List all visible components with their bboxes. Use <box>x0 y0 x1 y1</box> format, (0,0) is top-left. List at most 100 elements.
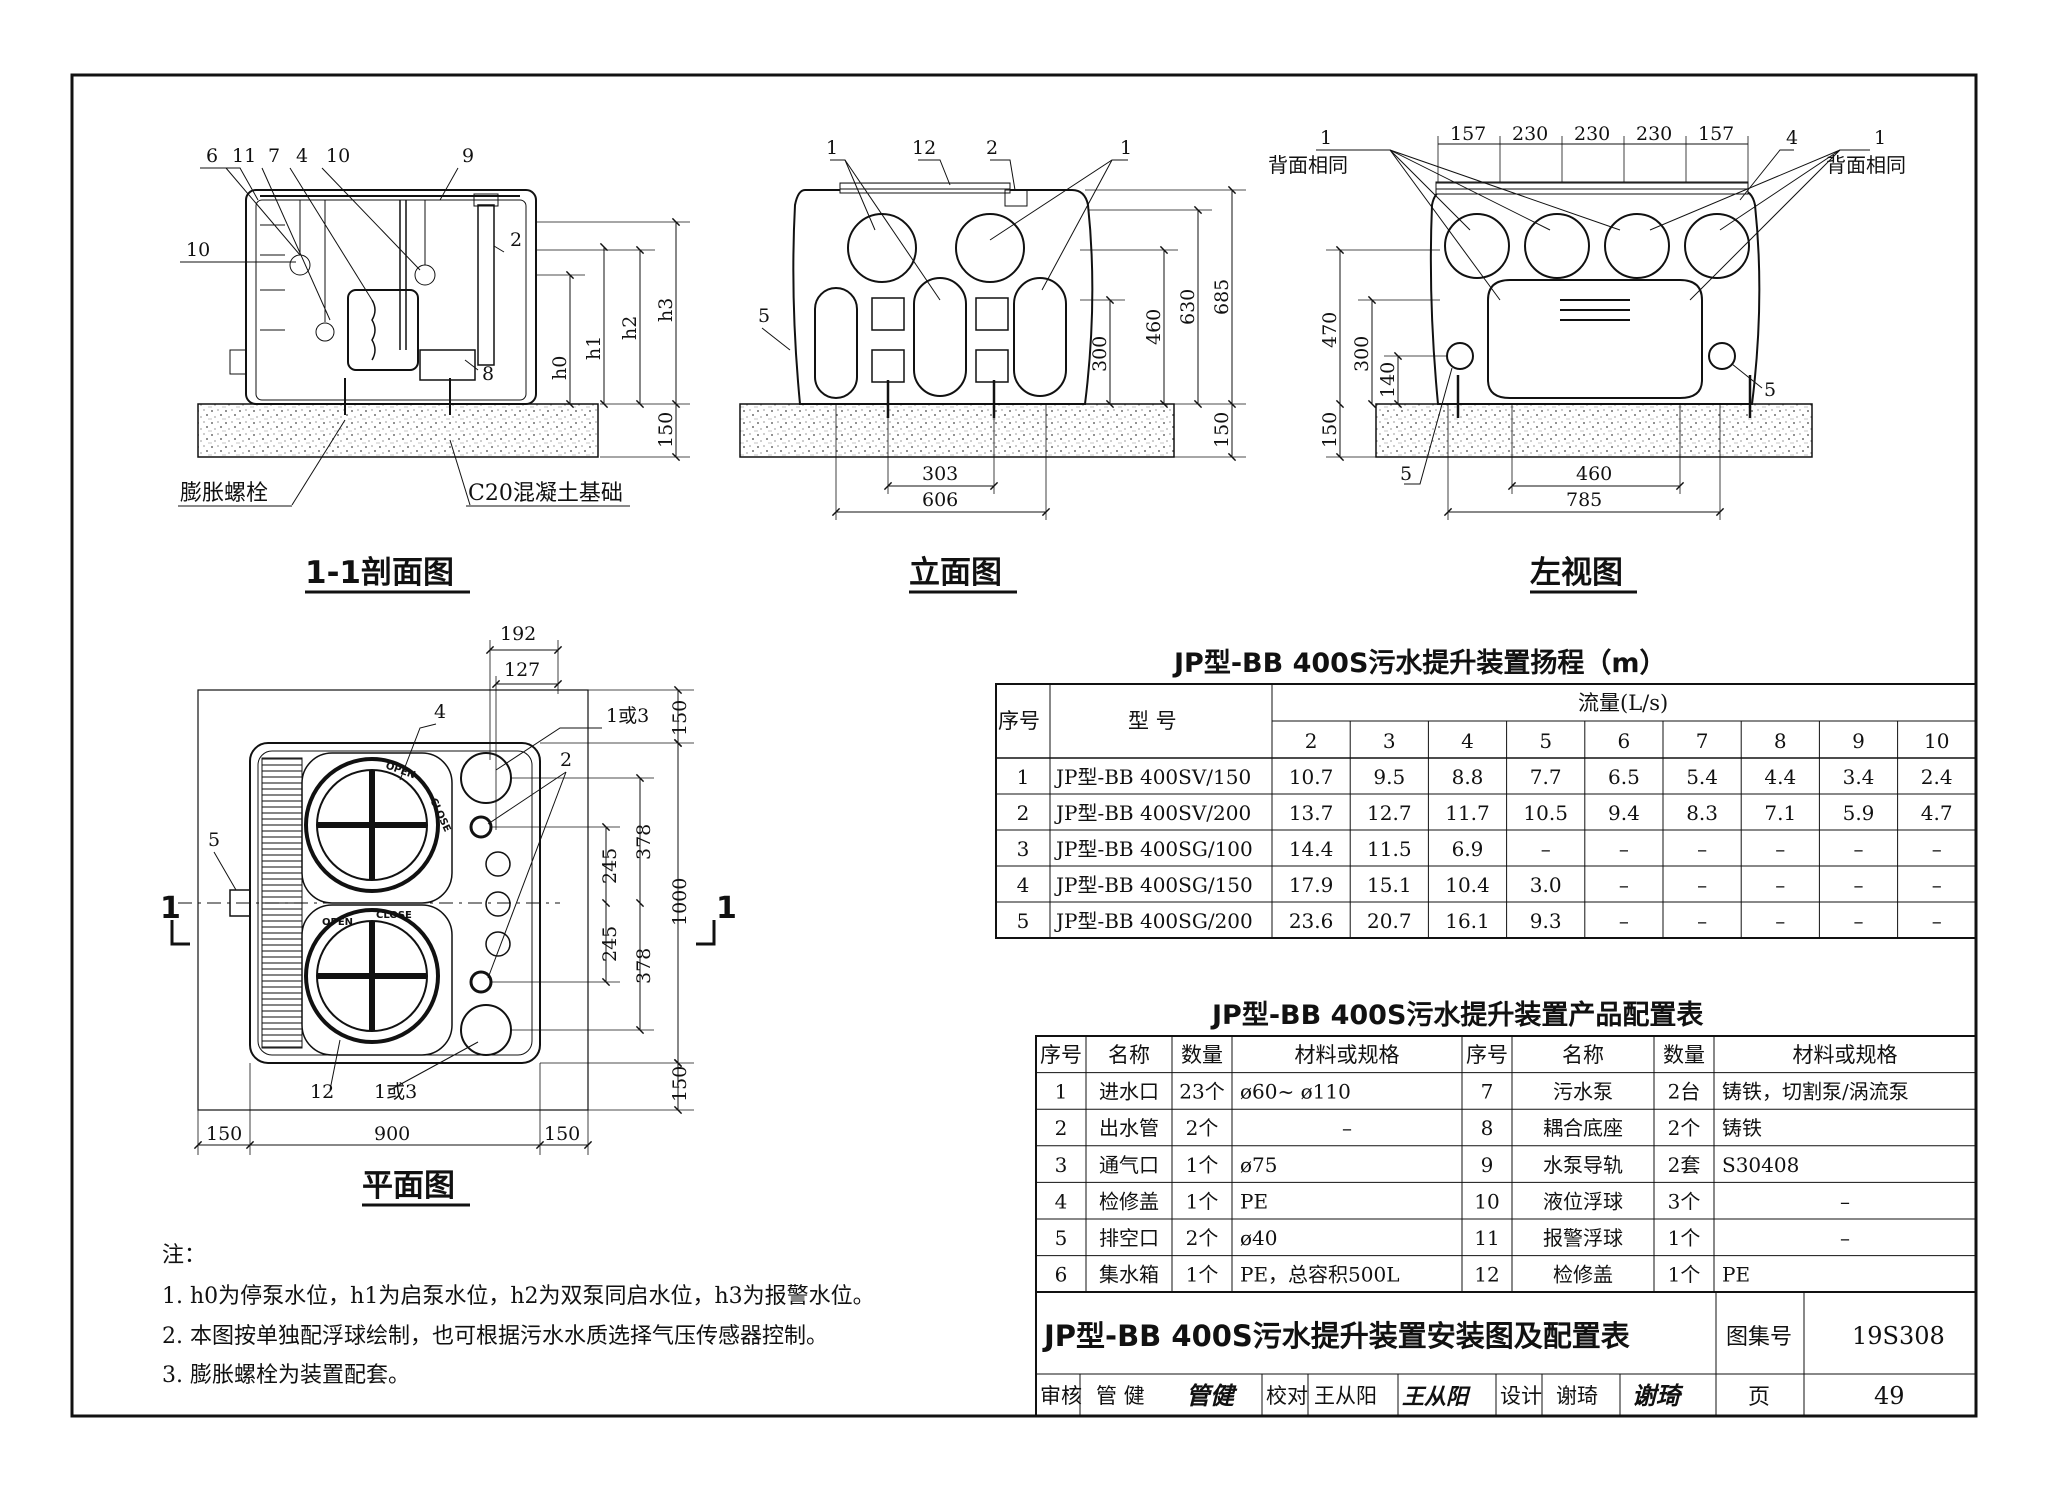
head-row-no: 2 <box>1017 801 1030 825</box>
elevation-balloon-5: 5 <box>758 305 770 327</box>
section-mark-right: 1 <box>716 891 737 926</box>
dim-left-top-157-a: 157 <box>1450 123 1486 145</box>
config-cell: 出水管 <box>1099 1116 1159 1140</box>
head-cell-value: 10.7 <box>1289 765 1334 789</box>
config-cell: 8 <box>1481 1116 1494 1140</box>
head-cell-value: – <box>1932 909 1942 933</box>
left-note-back-left: 背面相同 <box>1268 153 1348 177</box>
check-label: 校对 <box>1266 1384 1308 1408</box>
head-cell-value: 10.5 <box>1523 801 1568 825</box>
dim-elev-630: 630 <box>1177 289 1199 325</box>
head-flow-header: 3 <box>1383 729 1396 753</box>
dim-left-140: 140 <box>1377 362 1399 398</box>
foundation-callout: C20混凝土基础 <box>468 481 623 506</box>
head-flow-header: 5 <box>1539 729 1552 753</box>
config-header: 材料或规格 <box>1295 1043 1400 1067</box>
pump-coil <box>371 299 376 361</box>
left-balloon-5-left: 5 <box>1400 463 1412 485</box>
dim-h0: h0 <box>549 356 571 380</box>
head-row-model: JP型-BB 400SV/200 <box>1054 801 1251 825</box>
elevation-inlet-slot <box>814 287 858 399</box>
section-1-1-view: 6 11 7 4 10 9 10 2 8 <box>178 145 690 594</box>
dim-left-470: 470 <box>1319 312 1341 348</box>
plan-foundation-outline <box>197 689 589 1111</box>
head-cell-value: 11.7 <box>1445 801 1490 825</box>
head-cell-value: 15.1 <box>1367 873 1412 897</box>
dim-section-base-150: 150 <box>655 412 677 448</box>
head-flow-header: 2 <box>1305 729 1318 753</box>
page-label: 页 <box>1748 1385 1770 1410</box>
config-cell: – <box>1840 1226 1850 1250</box>
head-flow-header: 8 <box>1774 729 1787 753</box>
config-cell: PE，总容积500L <box>1240 1263 1400 1287</box>
section-balloon-11: 11 <box>232 145 256 167</box>
page-number: 49 <box>1874 1382 1905 1410</box>
dim-plan-1000: 1000 <box>669 878 691 926</box>
config-cell: 集水箱 <box>1099 1263 1159 1287</box>
config-cell: 铸铁 <box>1722 1116 1762 1140</box>
left-cover-plate <box>1435 181 1749 195</box>
config-cell: 1个 <box>1668 1226 1701 1250</box>
config-cell: 通气口 <box>1099 1153 1159 1177</box>
head-cell-value: 3.0 <box>1530 873 1562 897</box>
left-inlet <box>1444 213 1510 279</box>
config-cell: 污水泵 <box>1553 1080 1613 1104</box>
elevation-inlet <box>847 213 917 283</box>
config-cell: 23个 <box>1179 1080 1224 1104</box>
config-cell: ø60~ ø110 <box>1240 1080 1351 1104</box>
bolt-leader <box>291 419 346 506</box>
section-balloon-8: 8 <box>482 363 494 385</box>
config-header: 序号 <box>1040 1043 1082 1067</box>
left-inlet <box>1684 213 1750 279</box>
section-balloon-10: 10 <box>326 145 350 167</box>
head-cell-value: 14.4 <box>1289 837 1334 861</box>
section-balloon-10b: 10 <box>186 239 210 261</box>
note-item-2: 2. 本图按单独配浮球绘制，也可根据污水水质选择气压传感器控制。 <box>162 1324 828 1349</box>
config-cell: 3个 <box>1668 1189 1701 1213</box>
head-flow-header: 7 <box>1696 729 1709 753</box>
head-cell-value: 4.7 <box>1921 801 1953 825</box>
dim-left-top-230-a: 230 <box>1512 123 1548 145</box>
elevation-height-dims <box>1080 185 1246 462</box>
plan-balloon-5: 5 <box>208 829 220 851</box>
elevation-inlet-small <box>871 349 905 383</box>
config-cell: 1个 <box>1186 1263 1219 1287</box>
head-cell-value: 20.7 <box>1367 909 1412 933</box>
config-cell: 排空口 <box>1099 1226 1159 1250</box>
plan-inlet-small <box>485 891 511 917</box>
water-level-marks <box>260 224 285 331</box>
float-switch <box>315 322 335 342</box>
head-cell-value: – <box>1619 909 1629 933</box>
config-table-title: JP型-BB 400S污水提升装置产品配置表 <box>1210 1000 1703 1031</box>
elevation-leaders <box>761 159 1128 351</box>
dim-elev-460: 460 <box>1143 309 1165 345</box>
plan-outlet <box>469 970 493 994</box>
dim-left-top-230-c: 230 <box>1636 123 1672 145</box>
elevation-inlet-slot <box>1013 277 1067 397</box>
section-vent <box>473 193 499 207</box>
plan-balloon-1or3-bottom: 1或3 <box>374 1081 417 1103</box>
plan-inlet-small <box>485 931 511 957</box>
dim-left-top-157-b: 157 <box>1698 123 1734 145</box>
head-col-flow: 流量(L/s) <box>1578 691 1668 715</box>
designer-signature: 谢琦 <box>1632 1381 1684 1410</box>
head-row-model: JP型-BB 400SV/150 <box>1054 765 1251 789</box>
config-cell: 进水口 <box>1099 1080 1159 1104</box>
head-row-model: JP型-BB 400SG/150 <box>1054 873 1253 897</box>
dim-plan-192: 192 <box>500 623 536 645</box>
config-cell: ø75 <box>1240 1153 1278 1177</box>
dim-left-base-150: 150 <box>1319 412 1341 448</box>
dim-plan-900: 900 <box>374 1123 410 1145</box>
config-cell: 5 <box>1055 1226 1068 1250</box>
config-cell: 1 <box>1055 1080 1068 1104</box>
plan-leaders <box>213 723 602 1091</box>
elevation-width-dims <box>831 404 1051 520</box>
notes-block: 注： 1. h0为停泵水位，h1为启泵水位，h2为双泵同启水位，h3为报警水位。… <box>162 1243 875 1388</box>
left-width-dims <box>1443 404 1725 520</box>
head-cell-value: 4.4 <box>1764 765 1796 789</box>
section-balloon-7: 7 <box>268 145 280 167</box>
config-header: 名称 <box>1562 1043 1604 1067</box>
config-cell: PE <box>1722 1263 1750 1287</box>
